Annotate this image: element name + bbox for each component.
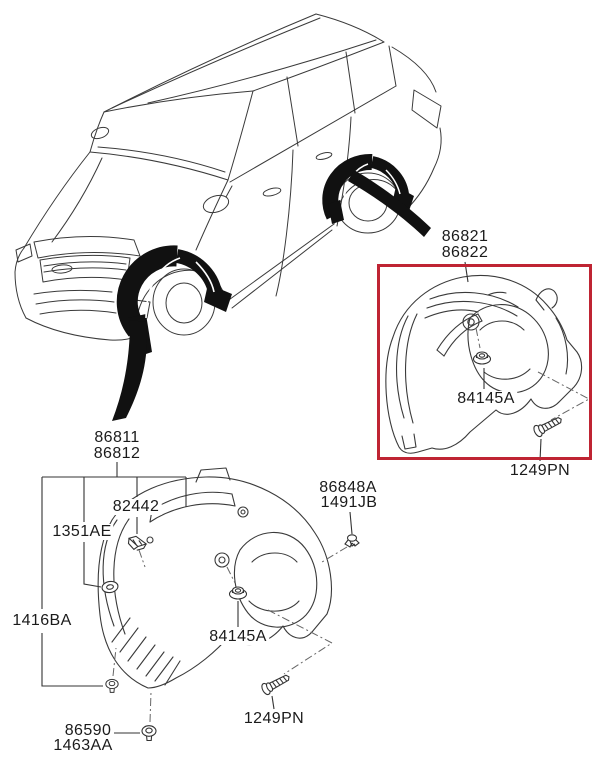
callout-arrow-rear-icon	[348, 170, 431, 237]
part-label-84145A-rear[interactable]: 84145A	[455, 390, 517, 407]
part-label-86590[interactable]: 86590	[62, 722, 114, 739]
vehicle-illustration	[14, 13, 442, 341]
screw-1249PN-front-icon	[259, 670, 293, 697]
part-label-86822[interactable]: 86822	[439, 244, 491, 261]
part-label-84145A-front[interactable]: 84145A	[207, 628, 269, 645]
rear-wheel-liner-highlight	[322, 153, 414, 224]
part-label-1416BA[interactable]: 1416BA	[10, 612, 74, 629]
part-label-1351AE[interactable]: 1351AE	[50, 523, 114, 540]
screw-86590-icon	[141, 725, 157, 742]
assembly-centerlines	[112, 327, 591, 723]
screw-1249PN-rear-icon	[531, 413, 565, 439]
part-label-1491JB[interactable]: 1491JB	[318, 494, 380, 511]
grommet-1351AE-icon	[101, 580, 119, 594]
leader-lines	[41, 261, 542, 734]
clip-86848A-icon	[344, 534, 360, 548]
part-label-1249PN-front[interactable]: 1249PN	[241, 710, 307, 727]
clip-82442-icon	[127, 535, 148, 551]
part-label-82442[interactable]: 82442	[110, 498, 162, 515]
part-label-86812[interactable]: 86812	[91, 445, 143, 462]
part-label-1463AA[interactable]: 1463AA	[51, 737, 115, 754]
callout-arrow-front-icon	[112, 320, 147, 421]
part-label-86811[interactable]: 86811	[92, 429, 142, 446]
part-label-86848A[interactable]: 86848A	[317, 479, 379, 496]
part-label-86821[interactable]: 86821	[439, 228, 491, 245]
part-label-1249PN-rear[interactable]: 1249PN	[507, 462, 573, 479]
bolt-1416BA-icon	[105, 678, 119, 693]
